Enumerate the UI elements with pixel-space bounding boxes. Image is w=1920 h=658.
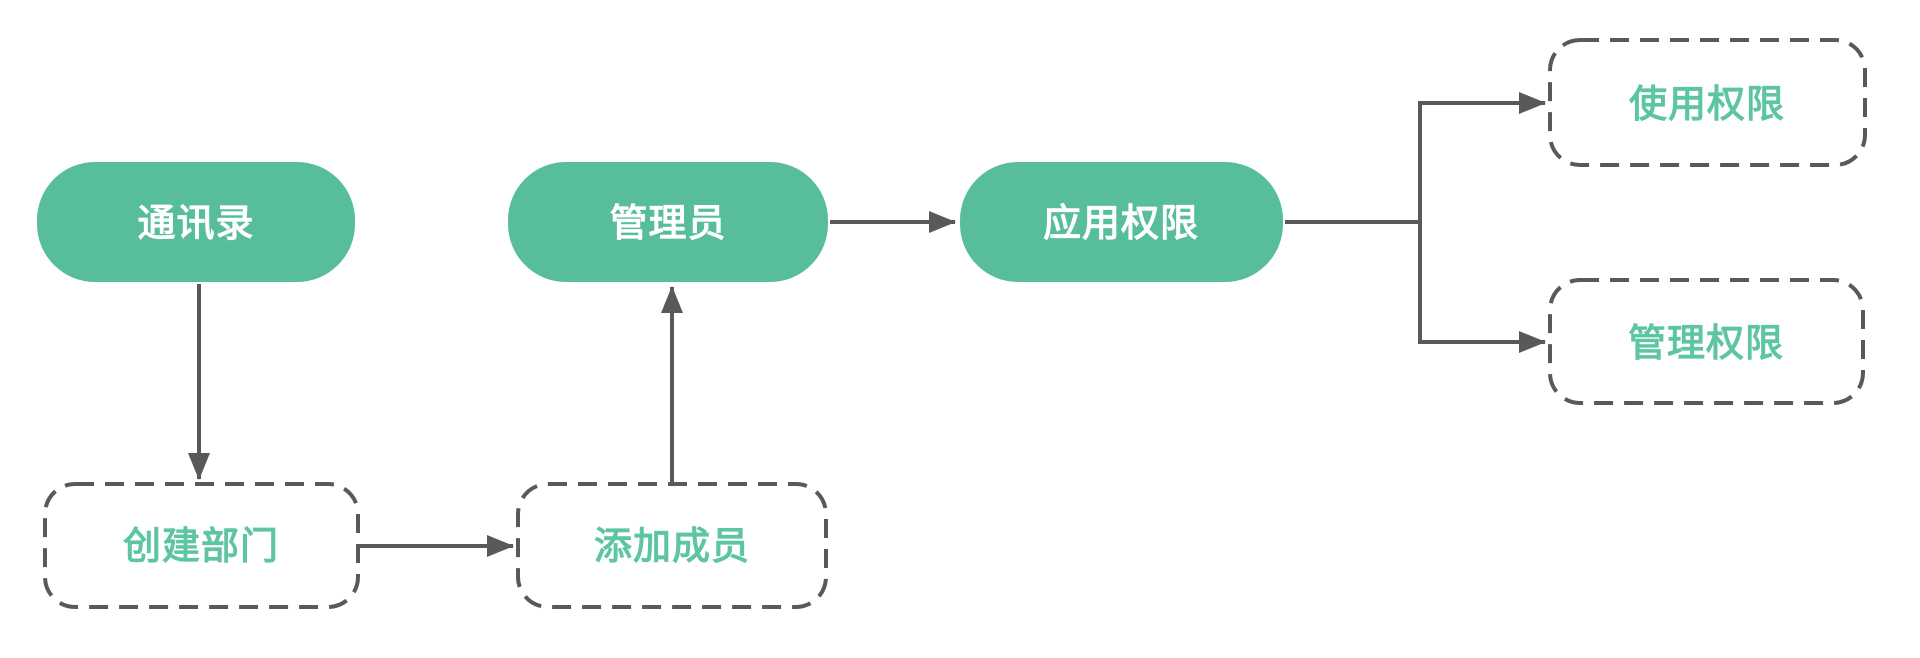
create-department-node-label: 创建部门 — [123, 526, 279, 568]
app-permission-node-shape — [960, 162, 1283, 282]
node-manage-permission: 管理权限 — [1548, 278, 1865, 405]
node-contacts: 通讯录 — [37, 162, 355, 282]
add-members-node-shape — [516, 482, 828, 609]
edges-layer — [188, 92, 1546, 557]
admin-node-shape — [508, 162, 828, 282]
contacts-node-shape — [37, 162, 355, 282]
admin-node-label: 管理员 — [609, 203, 726, 245]
add-members-node-label: 添加成员 — [594, 526, 750, 568]
use-permission-node-shape — [1548, 38, 1867, 167]
contacts-node-label: 通讯录 — [137, 203, 254, 245]
node-create-department: 创建部门 — [43, 482, 360, 609]
manage-permission-node-label: 管理权限 — [1628, 323, 1784, 365]
app-permission-node-label: 应用权限 — [1043, 203, 1199, 245]
node-use-permission: 使用权限 — [1548, 38, 1867, 167]
node-add-members: 添加成员 — [516, 482, 828, 609]
use-permission-node-label: 使用权限 — [1629, 84, 1785, 126]
create-department-node-shape — [43, 482, 360, 609]
node-app-permission: 应用权限 — [960, 162, 1283, 282]
manage-permission-node-shape — [1548, 278, 1865, 405]
node-admin: 管理员 — [508, 162, 828, 282]
